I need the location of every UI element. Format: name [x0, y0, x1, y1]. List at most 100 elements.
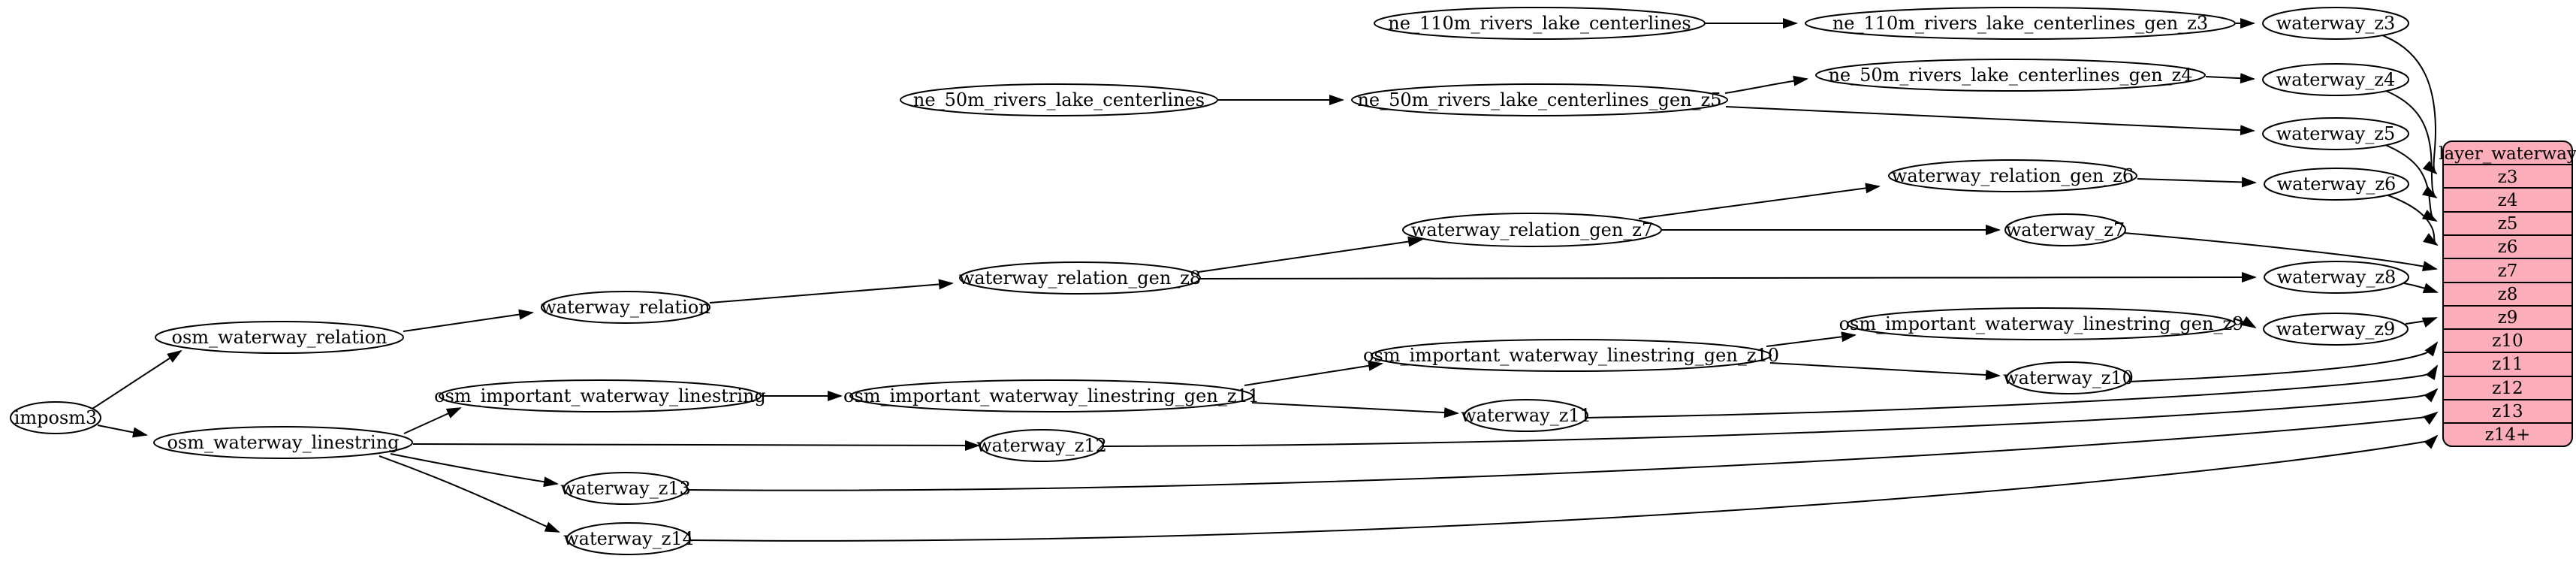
edge-waterway_relation_gen_z6-waterway_z6 [2137, 177, 2257, 188]
node-osm_important_waterway_linestring_gen_z9: osm_important_waterway_linestring_gen_z9 [1839, 307, 2243, 340]
node-waterway_z12: waterway_z12 [976, 429, 1107, 462]
node-waterway_z13-shape [563, 472, 688, 505]
table-row-z10: z10 [2492, 331, 2523, 351]
edge-ne_50m_gen_z4-waterway_z4 [2205, 73, 2255, 84]
node-waterway_z12-shape [979, 429, 1104, 462]
node-waterway_z14-label: waterway_z14 [563, 528, 694, 549]
node-waterway_z4-label: waterway_z4 [2276, 69, 2396, 90]
node-waterway_relation-label: waterway_relation [541, 297, 710, 318]
node-osm_important_waterway_linestring_gen_z11-label: osm_important_waterway_linestring_gen_z1… [843, 385, 1259, 406]
node-waterway_z14-shape [566, 522, 691, 555]
node-waterway_z5: waterway_z5 [2262, 117, 2409, 150]
edge-imposm3-osm_waterway_linestring [97, 425, 148, 438]
node-ne_110m_rivers_lake_centerlines-shape [1374, 7, 1706, 40]
node-osm_important_waterway_linestring_gen_z10-label: osm_important_waterway_linestring_gen_z1… [1363, 345, 1779, 366]
table-row-z5: z5 [2498, 214, 2518, 234]
node-waterway_z14: waterway_z14 [563, 522, 694, 555]
node-waterway_z10-shape [2006, 361, 2131, 394]
node-waterway_z7: waterway_z7 [2004, 213, 2126, 246]
node-imposm3-shape [10, 401, 101, 434]
node-waterway_z4: waterway_z4 [2262, 63, 2409, 96]
node-waterway_z11-shape [1464, 399, 1588, 432]
node-osm_important_waterway_linestring-label: osm_important_waterway_linestring [434, 385, 766, 406]
table-row-z12: z12 [2492, 379, 2523, 398]
nodes: imposm3 osm_waterway_relation osm_waterw… [10, 7, 2409, 555]
node-waterway_z9-label: waterway_z9 [2276, 319, 2396, 340]
node-ne_50m_rivers_lake_centerlines_gen_z5: ne_50m_rivers_lake_centerlines_gen_z5 [1351, 83, 1728, 116]
edge-gen_z10-waterway_z10 [1769, 362, 2001, 380]
edge-gen_z10-gen_z9 [1766, 331, 1857, 347]
edge-gen_z9-waterway_z9 [2233, 316, 2257, 329]
node-ne_50m_rivers_lake_centerlines_gen_z4-label: ne_50m_rivers_lake_centerlines_gen_z4 [1828, 65, 2192, 86]
edge-waterway_relation-waterway_relation_gen_z8 [709, 279, 954, 304]
node-waterway_relation: waterway_relation [541, 291, 710, 324]
node-imposm3-label: imposm3 [14, 407, 98, 428]
node-ne_110m_rivers_lake_centerlines-label: ne_110m_rivers_lake_centerlines [1388, 13, 1691, 34]
edge-osm_waterway_linestring-waterway_z13 [390, 453, 559, 488]
node-waterway_z8-shape [2264, 261, 2409, 294]
node-osm_important_waterway_linestring_gen_z11: osm_important_waterway_linestring_gen_z1… [843, 379, 1259, 412]
edge-waterway_z9-table_z9 [2405, 317, 2438, 328]
node-osm_important_waterway_linestring_gen_z9-shape [1847, 307, 2236, 340]
node-ne_110m_rivers_lake_centerlines: ne_110m_rivers_lake_centerlines [1374, 7, 1706, 40]
node-imposm3: imposm3 [10, 401, 101, 434]
table-row-z3: z3 [2498, 168, 2518, 187]
node-osm_waterway_relation-shape [155, 321, 404, 354]
node-waterway_z3-shape [2262, 7, 2409, 40]
edge-osm_waterway_relation-waterway_relation [403, 309, 534, 332]
edge-waterway_z4-table_z4 [2385, 90, 2438, 199]
edge-ne_50m_gen_z5-ne_50m_gen_z4 [1724, 75, 1808, 94]
table-row-z9: z9 [2498, 308, 2518, 328]
node-waterway_z7-label: waterway_z7 [2006, 219, 2125, 240]
node-waterway_z6-label: waterway_z6 [2277, 174, 2397, 195]
node-waterway_z10: waterway_z10 [2003, 361, 2134, 394]
node-ne_50m_rivers_lake_centerlines-shape [900, 83, 1218, 116]
node-ne_110m_rivers_lake_centerlines_gen_z3-label: ne_110m_rivers_lake_centerlines_gen_z3 [1832, 13, 2208, 34]
edge-waterway_z14-table_z14plus [689, 434, 2439, 542]
node-waterway_relation_gen_z7-shape [1402, 213, 1662, 247]
node-waterway_relation_gen_z8-shape [959, 261, 1201, 295]
node-waterway_z7-shape [2004, 213, 2126, 246]
node-osm_waterway_relation-label: osm_waterway_relation [172, 327, 388, 348]
node-waterway_z5-shape [2262, 117, 2409, 150]
edge-ne_50m_gen_z5-waterway_z5 [1725, 106, 2255, 136]
node-waterway_z3-label: waterway_z3 [2276, 13, 2396, 34]
edge-waterway_relation_gen_z8-waterway_z8 [1199, 272, 2257, 283]
node-ne_50m_rivers_lake_centerlines-label: ne_50m_rivers_lake_centerlines [913, 89, 1205, 110]
edge-waterway_z3-table_z3 [2381, 35, 2438, 175]
table-row-z7: z7 [2498, 261, 2518, 281]
edge-waterway_z7-table_z7 [2123, 232, 2438, 271]
node-ne_50m_rivers_lake_centerlines_gen_z5-shape [1351, 83, 1728, 116]
node-waterway_z13: waterway_z13 [560, 472, 691, 505]
node-waterway_z5-label: waterway_z5 [2276, 123, 2396, 144]
edge-waterway_z8-table_z8 [2403, 282, 2439, 293]
table-row-z4: z4 [2498, 191, 2518, 210]
table-layer_waterway: layer_waterway z3 z4 z5 z6 z7 z8 z9 z10 … [2439, 140, 2576, 447]
node-ne_50m_rivers_lake_centerlines_gen_z4-shape [1815, 59, 2206, 92]
node-osm_waterway_linestring-label: osm_waterway_linestring [167, 432, 399, 453]
node-waterway_relation_gen_z8-label: waterway_relation_gen_z8 [959, 267, 1201, 289]
node-waterway_z8: waterway_z8 [2264, 261, 2409, 294]
node-osm_important_waterway_linestring_gen_z10: osm_important_waterway_linestring_gen_z1… [1363, 339, 1779, 372]
edge-osm_waterway_linestring-waterway_z14 [379, 455, 560, 533]
node-waterway_z6: waterway_z6 [2264, 168, 2409, 201]
node-osm_waterway_linestring-shape [153, 426, 413, 459]
table-row-z11: z11 [2492, 355, 2523, 374]
table-row-z8: z8 [2498, 285, 2518, 304]
edge-waterway_relation_gen_z8-waterway_relation_gen_z7 [1198, 236, 1423, 273]
edge-waterway_z13-table_z13 [685, 411, 2439, 491]
table-layer_waterway-body [2442, 140, 2573, 447]
node-waterway_z4-shape [2262, 63, 2409, 96]
node-ne_50m_rivers_lake_centerlines_gen_z5-label: ne_50m_rivers_lake_centerlines_gen_z5 [1357, 89, 1721, 110]
edge-gen_z11-waterway_z11 [1251, 402, 1459, 418]
node-waterway_z10-label: waterway_z10 [2003, 367, 2134, 388]
node-osm_waterway_linestring: osm_waterway_linestring [153, 426, 413, 459]
node-waterway_z11-label: waterway_z11 [1461, 405, 1591, 426]
node-waterway_relation_gen_z6-label: waterway_relation_gen_z6 [1892, 165, 2134, 186]
node-osm_important_waterway_linestring: osm_important_waterway_linestring [434, 379, 766, 412]
table-header-label: layer_waterway [2439, 144, 2576, 164]
node-waterway_relation_gen_z6-shape [1888, 159, 2137, 192]
edge-waterway_z10-table_z10 [2128, 341, 2439, 382]
node-waterway_z8-label: waterway_z8 [2277, 267, 2397, 288]
